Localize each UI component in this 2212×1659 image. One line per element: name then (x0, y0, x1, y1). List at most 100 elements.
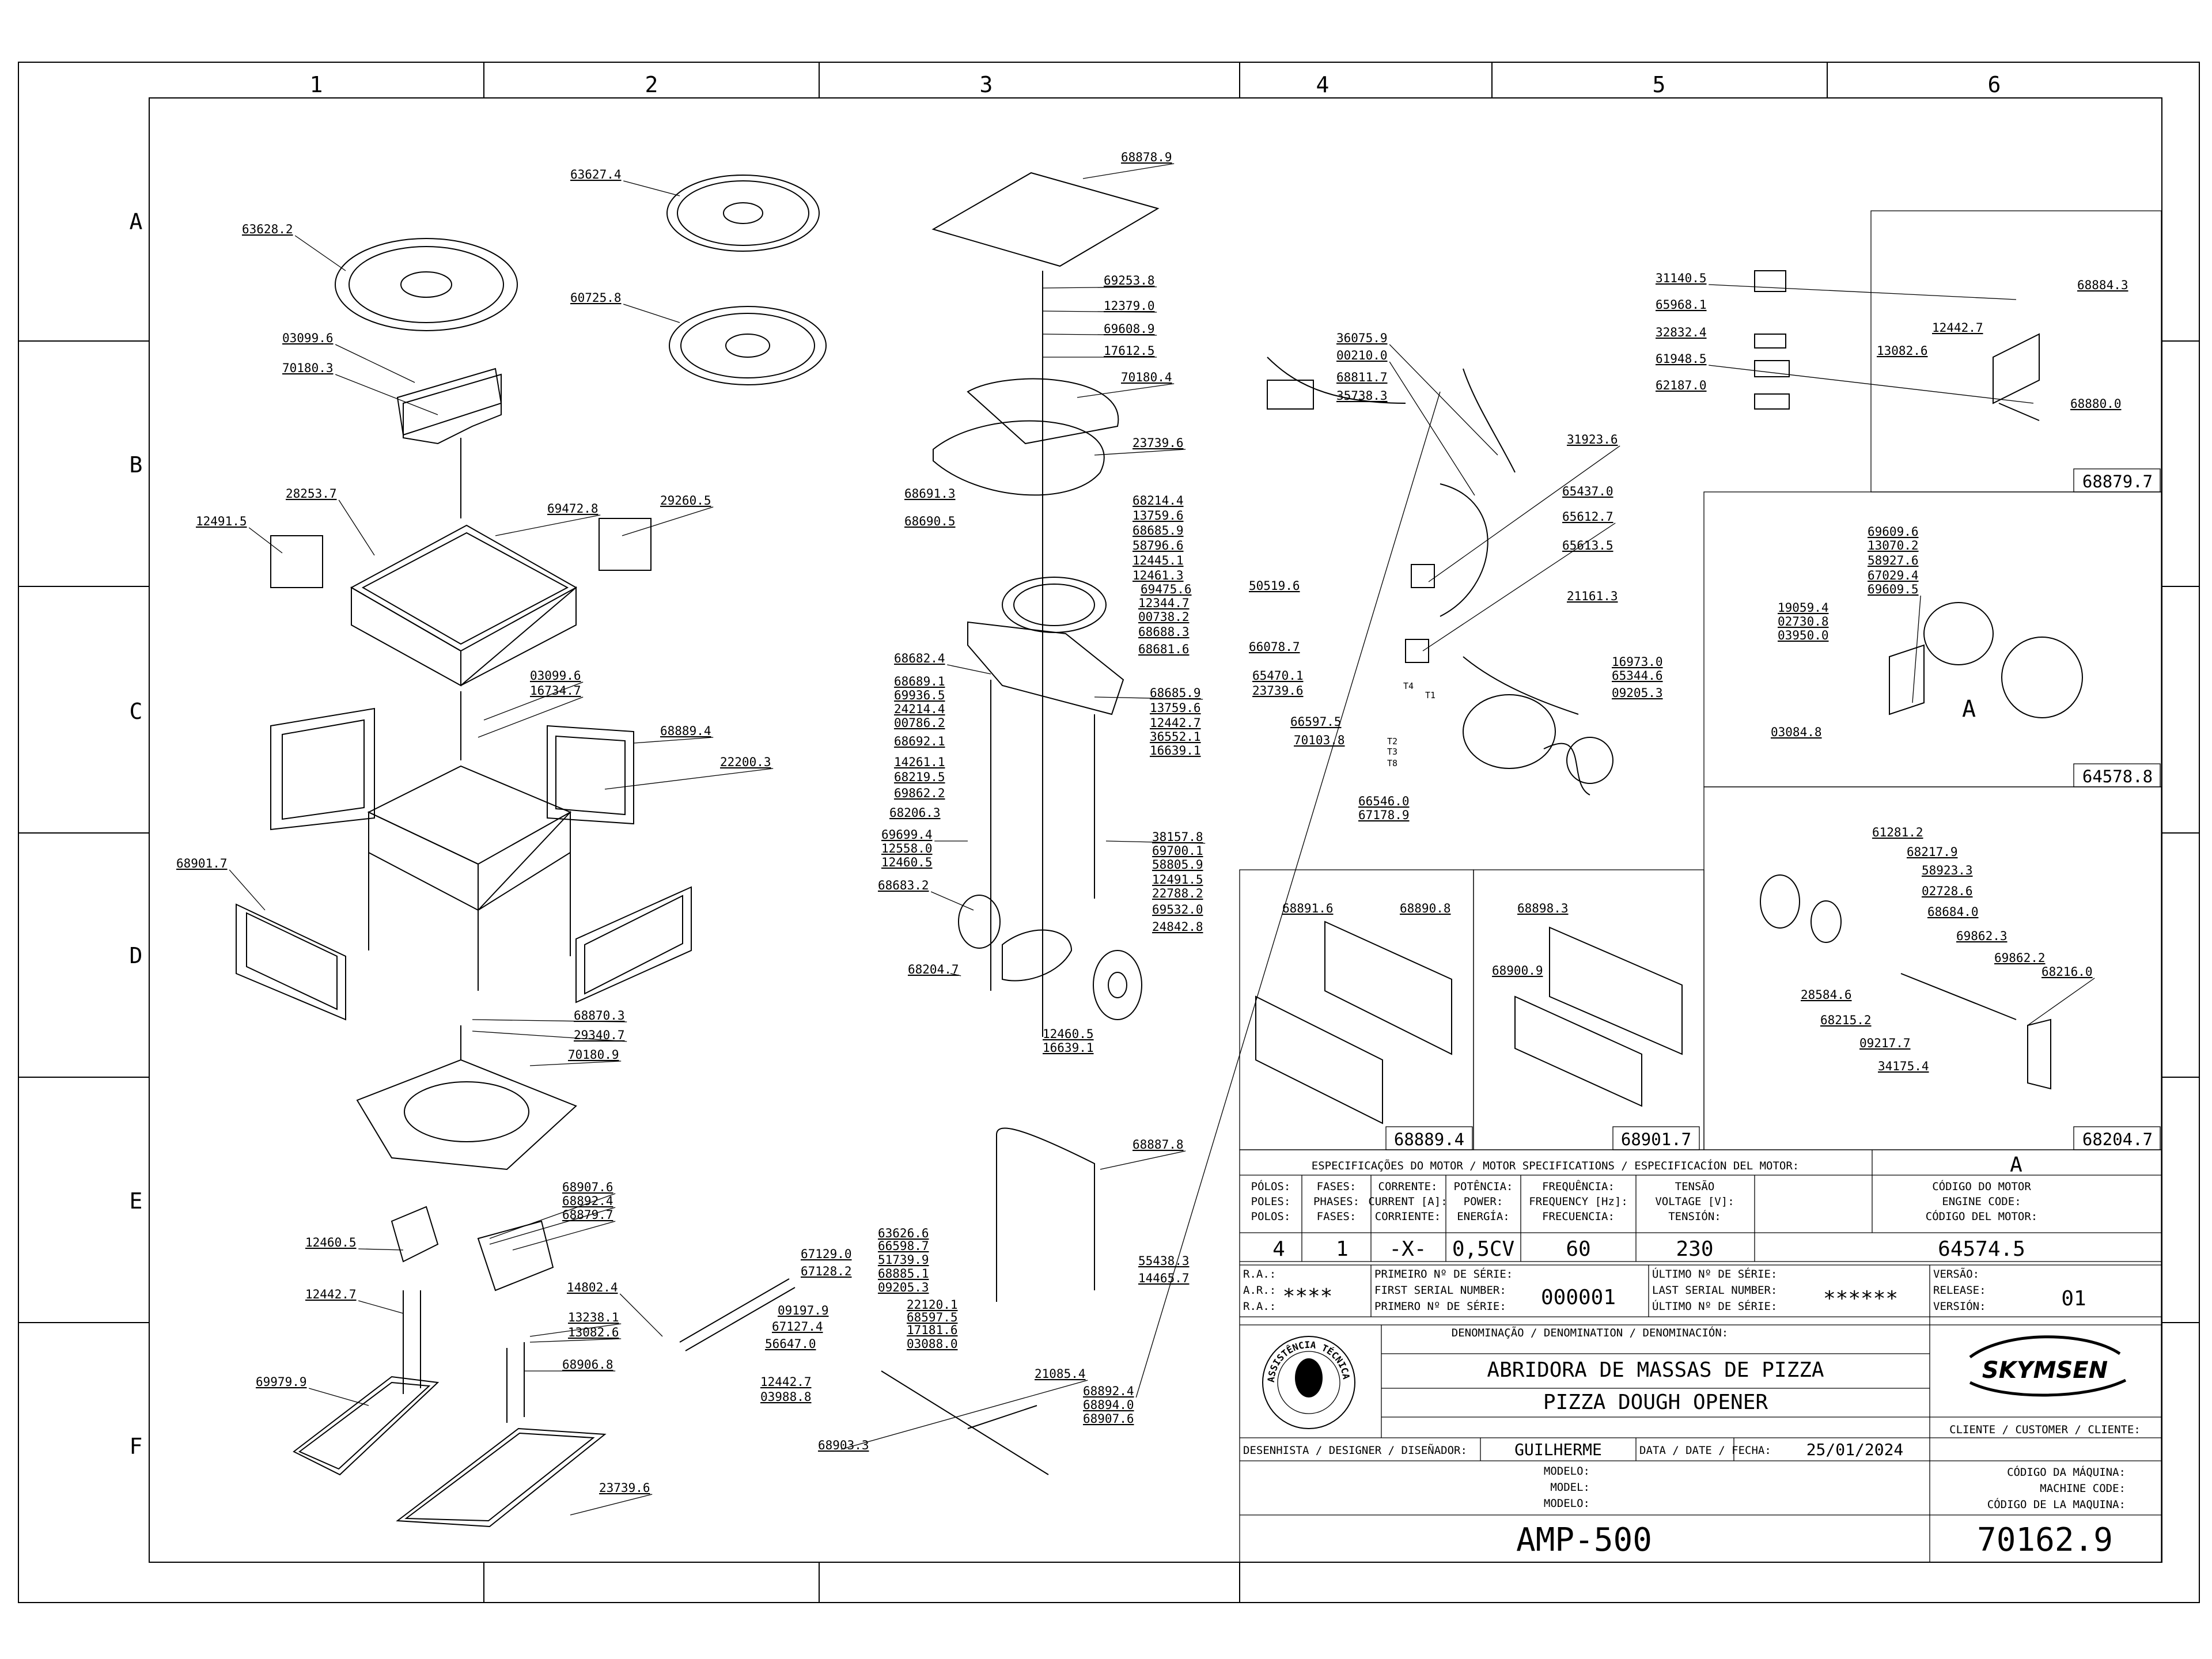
grid-row-d: D (130, 943, 143, 968)
part-callout: 69700.1 (1152, 844, 1203, 858)
part-callout: 68892.4 (562, 1194, 613, 1208)
part-callout: 23739.6 (1132, 436, 1184, 450)
part-callout: 68892.4 (1083, 1384, 1134, 1398)
leader-line (309, 1388, 369, 1406)
leader-line (1422, 522, 1616, 652)
part-callout: 34175.4 (1878, 1059, 1929, 1073)
part-callout: 68885.1 (878, 1267, 929, 1281)
voltage-label: TENSÃO (1675, 1180, 1715, 1193)
current-label: CORRIENTE: (1375, 1210, 1441, 1223)
part-callout: 12491.5 (196, 514, 247, 528)
part-callout: 24214.4 (894, 702, 945, 716)
detail-box-64578-8 (1703, 491, 2162, 787)
part-callout: 12442.7 (305, 1287, 357, 1301)
part-callout: 68879.7 (562, 1208, 613, 1222)
part-callout: 68682.4 (894, 652, 945, 665)
part-callout: 22200.3 (720, 755, 771, 769)
leader-line (840, 1380, 1088, 1450)
last-serial-label-en: LAST SERIAL NUMBER: (1652, 1284, 1777, 1297)
leader-line (335, 344, 415, 383)
part-callout: 14465.7 (1138, 1271, 1190, 1285)
part-callout: 68692.1 (894, 734, 945, 748)
part-callout: 19059.4 (1778, 601, 1829, 615)
detail-label-64578-8: 64578.8 (2082, 767, 2153, 786)
wire-label: T2 (1387, 736, 1397, 747)
part-callout: 00786.2 (894, 716, 945, 730)
part-callout: 68683.2 (878, 878, 929, 892)
leader-line (2027, 978, 2095, 1026)
part-callout: 70180.3 (282, 361, 334, 375)
leader-line (930, 891, 974, 911)
version-label-es: VERSIÓN: (1933, 1299, 1986, 1313)
part-callout: 63626.6 (878, 1226, 929, 1240)
part-callout: 68889.4 (660, 724, 711, 738)
part-callout: 68887.8 (1132, 1138, 1184, 1152)
detail-label-68204-7: 68204.7 (2082, 1130, 2153, 1149)
grid-col-2: 2 (645, 72, 658, 97)
part-callout: 56647.0 (765, 1337, 816, 1351)
part-callout: 69862.2 (1994, 951, 2046, 965)
first-serial-label-es: PRIMERO Nº DE SÉRIE: (1374, 1300, 1506, 1313)
leader-line (358, 1248, 404, 1251)
leader-line (1428, 445, 1620, 582)
part-callout: 63628.2 (242, 222, 293, 236)
motor-spec-header: ESPECIFICAÇÕES DO MOTOR / MOTOR SPECIFIC… (1312, 1159, 1799, 1172)
leader-line (1077, 383, 1175, 398)
part-callout: 68903.3 (818, 1438, 869, 1452)
part-callout: 68685.9 (1132, 524, 1184, 537)
part-callout: 13082.6 (1877, 344, 1928, 358)
part-callout: 67128.2 (801, 1264, 852, 1278)
part-callout: 09197.9 (778, 1304, 829, 1317)
part-callout: 16973.0 (1612, 655, 1663, 669)
leader-line (622, 506, 714, 536)
part-callout: 65968.1 (1656, 298, 1707, 312)
leader-line (950, 973, 961, 976)
wire-label: T8 (1387, 758, 1397, 768)
leader-line (358, 1300, 404, 1314)
part-callout: 69472.8 (547, 502, 599, 516)
part-callout: 12558.0 (881, 842, 933, 855)
drive-assembly-drawing (679, 172, 1160, 1475)
detail-letter-a: A (1962, 696, 1976, 722)
part-callout: 22120.1 (907, 1298, 958, 1312)
part-callout: 14261.1 (894, 755, 945, 769)
part-callout: 03099.6 (530, 669, 581, 683)
part-callout: 67029.4 (1868, 569, 1919, 582)
part-callout: 69936.5 (894, 688, 945, 702)
part-callout: 12344.7 (1138, 596, 1190, 610)
part-callout: 67127.4 (772, 1320, 823, 1334)
part-callout: 68907.6 (562, 1180, 613, 1194)
part-callout: 14802.4 (567, 1281, 618, 1294)
grid-col-5: 5 (1653, 72, 1666, 97)
part-callout: 68215.2 (1820, 1013, 1872, 1027)
wire-label: T3 (1387, 747, 1397, 757)
title-en: PIZZA DOUGH OPENER (1543, 1391, 1768, 1414)
part-callout: 65470.1 (1252, 669, 1304, 683)
part-callout: 28253.7 (286, 487, 337, 501)
last-serial-label-pt: ÚLTIMO Nº DE SÉRIE: (1652, 1267, 1777, 1281)
machine-code-value: 70162.9 (1977, 1521, 2113, 1559)
part-callout: 70180.9 (568, 1048, 619, 1062)
part-callout: 55438.3 (1138, 1254, 1190, 1268)
leader-line (1042, 334, 1157, 336)
leader-line (529, 1060, 622, 1066)
leader-line (947, 664, 991, 675)
part-callout: 23739.6 (599, 1481, 650, 1495)
voltage-value: 230 (1676, 1237, 1713, 1261)
wire-label: T1 (1425, 690, 1435, 700)
machine-code-label-pt: CÓDIGO DA MÁQUINA: (2007, 1465, 2126, 1479)
part-callout: 17181.6 (907, 1323, 958, 1337)
part-callout: 58923.3 (1922, 863, 1973, 877)
poles-label: PÓLOS: (1251, 1179, 1291, 1193)
client-label: CLIENTE / CUSTOMER / CLIENTE: (1949, 1423, 2141, 1436)
frequency-label: FRECUENCIA: (1542, 1210, 1615, 1223)
part-callout: 03084.8 (1771, 725, 1822, 739)
leader-line (1389, 344, 1498, 456)
designer-value: GUILHERME (1514, 1440, 1602, 1459)
power-label: POWER: (1464, 1195, 1503, 1208)
grid-ticks (18, 62, 2199, 1603)
part-callout: 68597.5 (907, 1310, 958, 1324)
first-serial-label-en: FIRST SERIAL NUMBER: (1374, 1284, 1506, 1297)
poles-value: 4 (1272, 1237, 1285, 1261)
voltage-label: TENSIÓN: (1668, 1209, 1721, 1223)
